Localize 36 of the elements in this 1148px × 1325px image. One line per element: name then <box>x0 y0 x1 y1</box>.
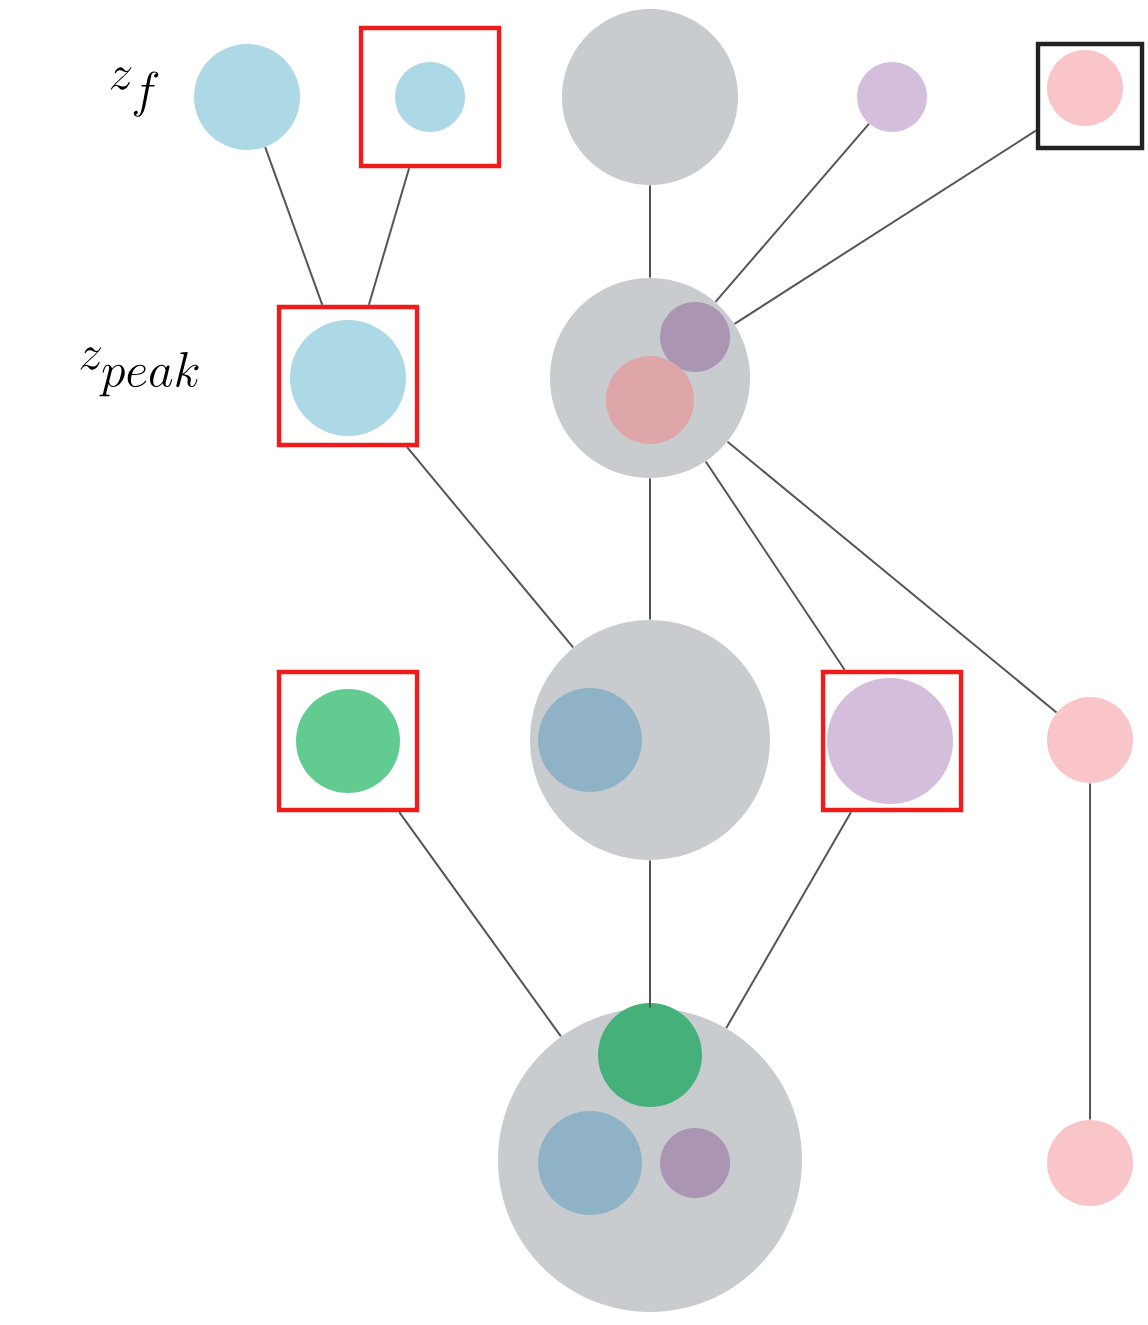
circle <box>538 688 642 792</box>
highlight-box <box>820 669 964 813</box>
connector-line <box>714 122 870 303</box>
circle <box>538 1111 642 1215</box>
circle <box>827 678 953 804</box>
axis-label: $z_f$ <box>110 67 159 117</box>
circle <box>562 9 738 185</box>
circle <box>857 62 927 132</box>
connector-line <box>649 477 651 621</box>
circle <box>194 44 300 150</box>
connector-line <box>367 167 411 306</box>
connector-line <box>1089 782 1091 1121</box>
circle <box>1047 697 1133 783</box>
circle <box>296 689 400 793</box>
connector-line <box>725 811 852 1030</box>
connector-line <box>726 440 1058 714</box>
circle <box>598 1003 702 1107</box>
highlight-box <box>276 669 420 813</box>
connector-line <box>264 146 324 306</box>
circle <box>290 320 406 436</box>
connector-line <box>406 446 575 649</box>
circle <box>660 1128 730 1198</box>
connector-line <box>649 184 651 279</box>
circle <box>395 62 465 132</box>
connector-line <box>704 460 846 671</box>
highlight-box <box>358 25 502 169</box>
circle <box>1047 50 1123 126</box>
circle <box>606 356 694 444</box>
connector-line <box>733 129 1037 325</box>
axis-label: $z_{peak}$ <box>80 347 199 397</box>
connector-line <box>398 811 562 1038</box>
connector-line <box>649 859 651 1009</box>
highlight-box <box>1035 41 1145 151</box>
circle <box>660 302 730 372</box>
circle <box>1047 1120 1133 1206</box>
highlight-box <box>276 304 420 448</box>
